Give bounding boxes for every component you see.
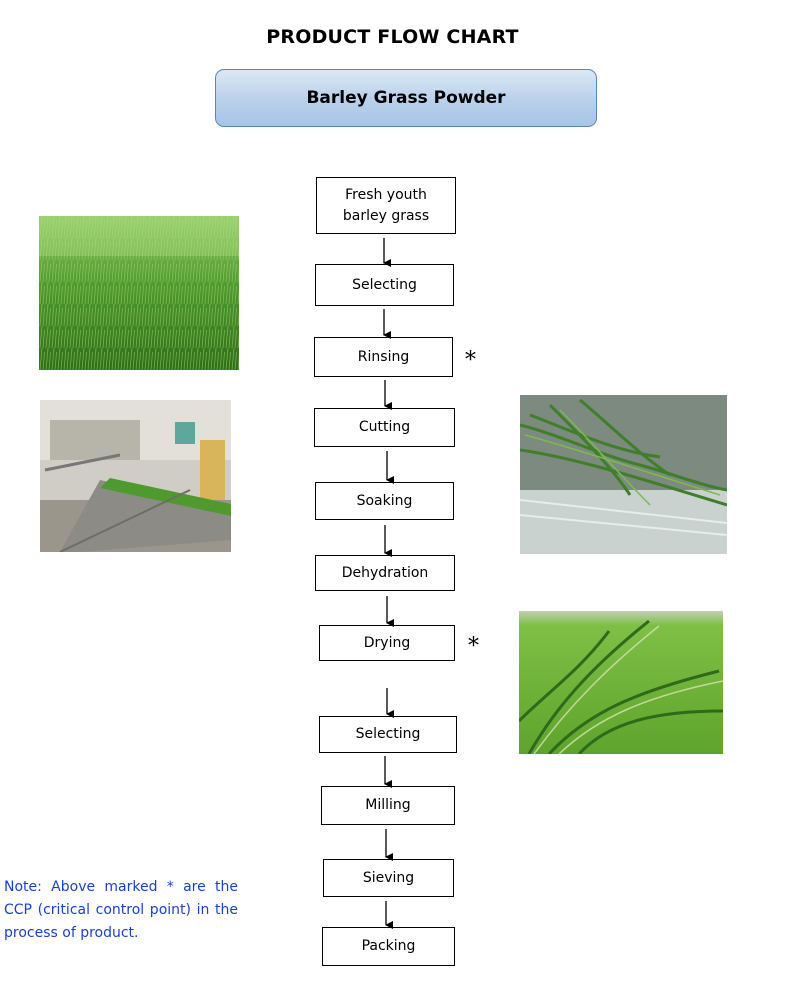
step-label: Drying xyxy=(363,634,411,651)
step-soaking: Soaking xyxy=(315,482,454,520)
step-selecting: Selecting xyxy=(315,264,454,306)
step-label: Rinsing xyxy=(357,348,410,365)
step-drying: Drying xyxy=(319,625,455,661)
step-selecting-2: Selecting xyxy=(319,716,457,753)
ccp-marker-rinsing: * xyxy=(465,348,476,373)
barley-field-photo xyxy=(39,216,239,370)
processing-line-photo xyxy=(40,400,231,552)
step-dehydration: Dehydration xyxy=(315,555,455,591)
product-name: Barley Grass Powder xyxy=(306,88,506,108)
step-label: Sieving xyxy=(362,869,415,886)
soaking-grass-photo xyxy=(520,395,727,554)
step-label-line2: barley grass xyxy=(342,207,430,224)
ccp-marker-drying: * xyxy=(468,634,479,659)
step-label: Selecting xyxy=(352,276,417,293)
step-sieving: Sieving xyxy=(323,859,454,897)
step-label: Cutting xyxy=(358,419,411,435)
ccp-note: Note: Above marked * are the CCP (critic… xyxy=(4,879,238,941)
step-label: Milling xyxy=(365,797,411,813)
step-label: Soaking xyxy=(356,492,413,509)
barley-grass-closeup-photo xyxy=(519,611,723,754)
step-label: Packing xyxy=(361,938,416,954)
step-label-line1: Fresh youth xyxy=(345,186,427,203)
product-banner: Barley Grass Powder xyxy=(215,69,597,127)
step-label: Selecting xyxy=(355,726,421,742)
step-label: Dehydration xyxy=(341,564,429,581)
step-fresh-barley-grass: Fresh youth barley grass xyxy=(316,177,456,234)
page-title: PRODUCT FLOW CHART xyxy=(266,26,519,48)
